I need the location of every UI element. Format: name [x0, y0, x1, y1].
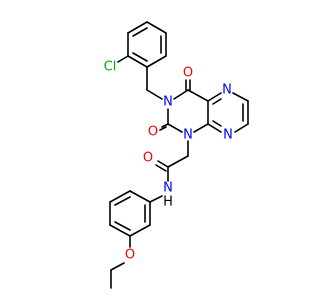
- bond: [212, 98, 222, 105]
- bond: [109, 224, 131, 237]
- bond: [114, 221, 131, 231]
- bond: [161, 123, 169, 128]
- atom-n1: N: [183, 128, 193, 143]
- atom-n-amide: N: [163, 181, 173, 196]
- bonds: [109, 21, 249, 289]
- bond: [173, 89, 189, 100]
- atom-n3: N: [163, 95, 173, 110]
- bond: [114, 196, 131, 206]
- bond: [212, 120, 222, 127]
- atom-o-c2: O: [148, 125, 158, 140]
- bond: [207, 92, 222, 102]
- bond: [129, 190, 151, 203]
- atom-cl: Cl: [104, 60, 117, 75]
- bond: [109, 190, 131, 203]
- bond: [146, 89, 163, 100]
- bond: [110, 262, 125, 271]
- bond: [129, 224, 151, 237]
- bond: [117, 55, 129, 63]
- bond: [127, 55, 148, 68]
- bond: [167, 155, 189, 168]
- bond: [167, 123, 183, 133]
- bond: [232, 92, 249, 102]
- bond: [146, 21, 167, 34]
- structure-diagram: Cl O O N N N N O N H O: [104, 21, 249, 289]
- atom-o-ether: O: [125, 248, 135, 263]
- molecule-canvas: Cl O O N N N N O N H O: [104, 21, 249, 289]
- bond: [207, 123, 222, 133]
- atom-labels: Cl O O N N N N O N H O: [104, 60, 233, 263]
- atom-o-amide: O: [143, 151, 153, 166]
- bond: [146, 55, 167, 68]
- atom-h-amide: H: [163, 195, 173, 210]
- bond: [159, 126, 167, 131]
- atom-o-c4: O: [183, 66, 193, 81]
- bond: [149, 195, 163, 203]
- bond: [193, 123, 209, 133]
- bond: [234, 123, 249, 133]
- atom-n8: N: [223, 128, 233, 143]
- bond: [155, 164, 167, 172]
- bond: [127, 21, 148, 34]
- bond: [132, 52, 148, 62]
- atom-n5: N: [222, 83, 232, 98]
- bond: [187, 89, 209, 102]
- bond: [157, 160, 169, 168]
- bond: [132, 27, 148, 37]
